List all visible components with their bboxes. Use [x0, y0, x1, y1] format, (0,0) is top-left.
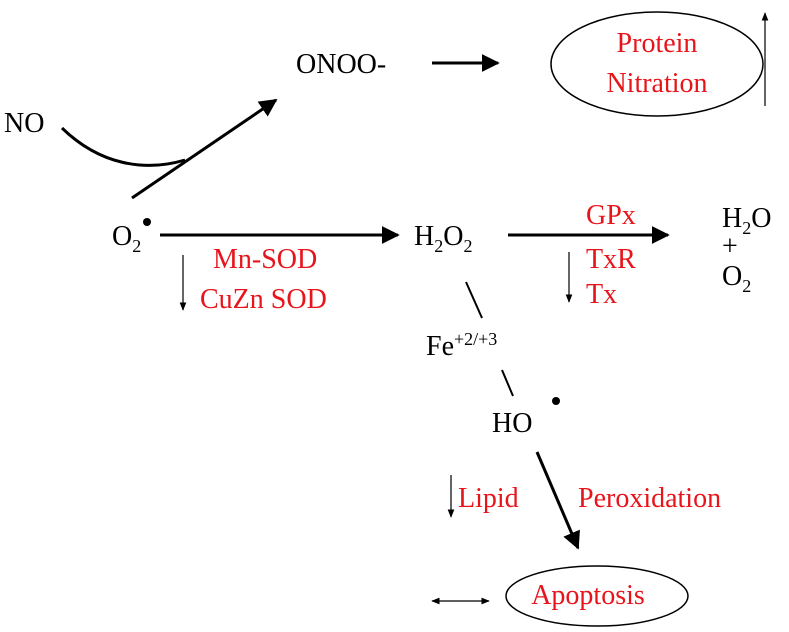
- onoo-label: ONOO-: [296, 49, 386, 80]
- h2o2-to-fe-line: [465, 281, 483, 319]
- ho-to-apoptosis-arrow: [535, 451, 580, 550]
- ho-label: HO: [492, 408, 532, 439]
- apoptosis-ellipse: [505, 565, 689, 627]
- protein-label: Protein: [617, 28, 698, 59]
- lipid-label: Lipid: [458, 483, 519, 514]
- o2-radical-dot: [143, 218, 151, 226]
- gpx-label: GPx: [586, 200, 636, 231]
- plus-sign: +: [722, 231, 738, 262]
- nitration-label: Nitration: [606, 68, 707, 99]
- no-curve: [60, 126, 186, 167]
- fe-label: Fe+2/+3: [426, 329, 497, 362]
- o2-radical: O2: [112, 221, 141, 256]
- fe-to-ho-line: [501, 369, 514, 397]
- mn-sod-label: Mn-SOD: [213, 244, 317, 275]
- cuzn-sod-label: CuZn SOD: [200, 284, 327, 315]
- protein-nitration-ellipse: [550, 11, 764, 117]
- h2o2-label: H2O2: [414, 221, 472, 256]
- ho-radical-dot: [552, 397, 560, 405]
- txr-label: TxR: [586, 244, 636, 275]
- tx-label: Tx: [586, 279, 617, 310]
- o2-to-onoo-arrow: [131, 98, 278, 200]
- peroxidation-label: Peroxidation: [578, 483, 721, 514]
- apoptosis-label: Apoptosis: [531, 580, 645, 611]
- o2-product-label: O2: [722, 261, 751, 296]
- no-label: NO: [4, 108, 44, 139]
- h2o-label: H2O: [722, 203, 771, 238]
